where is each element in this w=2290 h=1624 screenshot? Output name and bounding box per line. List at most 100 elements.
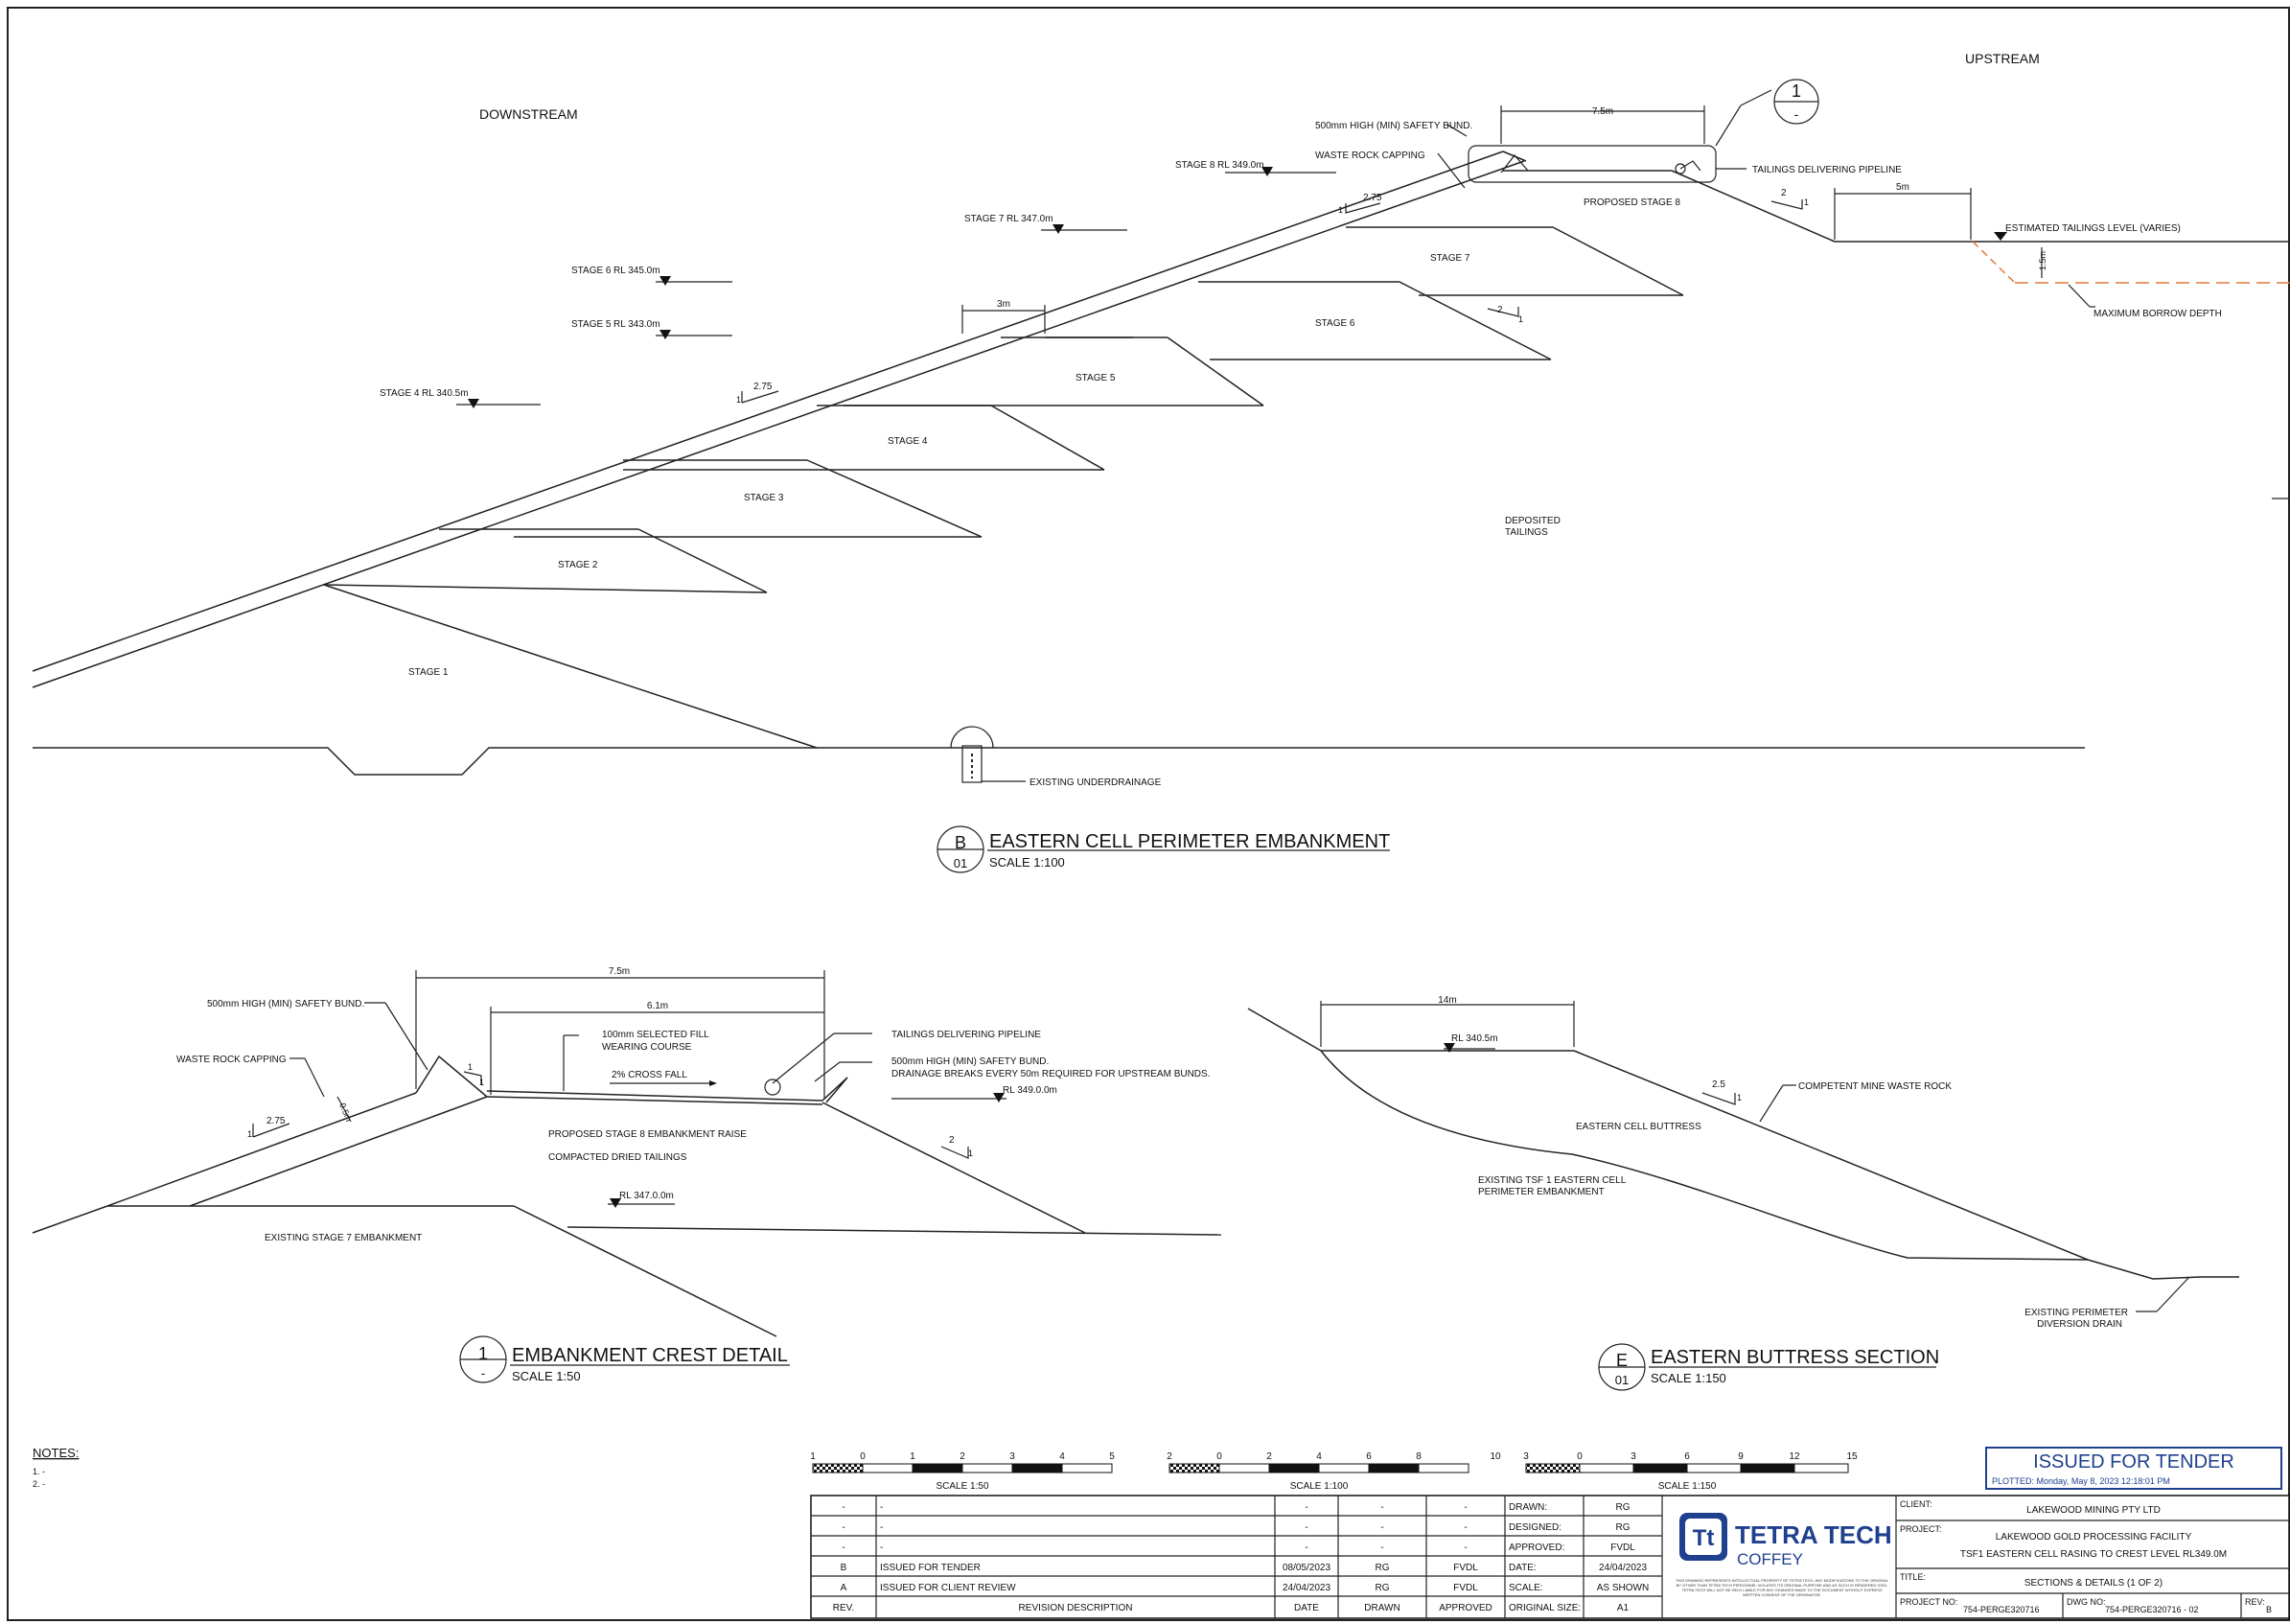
notes-heading: NOTES: [33,1446,79,1460]
svg-text:2.5: 2.5 [1712,1079,1725,1090]
svg-text:-: - [1305,1543,1307,1553]
svg-text:4: 4 [1316,1451,1322,1462]
svg-text:ISSUED FOR TENDER: ISSUED FOR TENDER [880,1563,981,1573]
svg-text:DESIGNED:: DESIGNED: [1509,1522,1561,1533]
stage-1-label: STAGE 1 [408,667,449,678]
svg-text:RL 347.0.0m: RL 347.0.0m [619,1191,674,1201]
svg-text:-: - [1380,1502,1383,1513]
svg-text:REV.: REV. [833,1603,854,1613]
svg-text:COMPACTED DRIED TAILINGS: COMPACTED DRIED TAILINGS [548,1152,687,1163]
svg-text:AS SHOWN: AS SHOWN [1597,1583,1649,1593]
title-block: - - - - - - - - - - - - - - - B ISSUED F… [810,1495,2290,1619]
est-tailings-label: ESTIMATED TAILINGS LEVEL (VARIES) [2005,223,2181,234]
svg-text:-: - [481,1366,485,1380]
svg-text:500mm HIGH (MIN) SAFETY BUND.: 500mm HIGH (MIN) SAFETY BUND. [207,999,364,1009]
svg-text:RL 347.0m: RL 347.0m [1006,214,1053,224]
svg-text:6: 6 [1366,1451,1372,1462]
svg-text:B: B [841,1563,847,1573]
svg-text:2.75: 2.75 [753,382,773,392]
svg-text:RL 349.0.0m: RL 349.0.0m [1003,1085,1057,1096]
svg-text:0: 0 [860,1451,866,1462]
svg-text:1: 1 [479,1078,484,1087]
svg-text:0: 0 [1577,1451,1583,1462]
svg-text:FVDL: FVDL [1453,1583,1478,1593]
svg-text:1: 1 [1804,197,1809,207]
svg-text:3: 3 [1631,1451,1636,1462]
svg-text:LAKEWOOD GOLD PROCESSING FACIL: LAKEWOOD GOLD PROCESSING FACILITY [1996,1532,2192,1543]
svg-text:TITLE:: TITLE: [1900,1572,1926,1582]
stage-7-label: STAGE 7 [1430,253,1470,264]
svg-text:STAGE 8: STAGE 8 [1175,160,1215,171]
svg-text:-: - [842,1543,844,1553]
berm-3m: 3m [997,299,1010,310]
offset-5m: 5m [1896,182,1909,193]
underdrain-box [961,745,983,783]
stage-5-label: STAGE 5 [1076,373,1116,383]
svg-text:14m: 14m [1438,995,1456,1006]
svg-text:REVISION DESCRIPTION: REVISION DESCRIPTION [1019,1603,1133,1613]
detail-1-drawing [32,970,1222,1383]
svg-text:-: - [842,1522,844,1533]
svg-text:3: 3 [1009,1451,1015,1462]
svg-text:SCALE 1:150: SCALE 1:150 [1658,1481,1717,1492]
project-number: 754-PERGE320716 [1963,1605,2040,1614]
svg-text:STAGE 4: STAGE 4 [380,388,420,399]
borrow-line [1972,241,2016,284]
section-b-drawing [32,79,2290,873]
drawing-number: 754-PERGE320716 - 02 [2105,1605,2199,1614]
svg-text:DATE:: DATE: [1509,1563,1537,1573]
svg-text:3: 3 [1523,1451,1529,1462]
upstream-label: UPSTREAM [1965,51,2040,66]
svg-text:APPROVED:: APPROVED: [1509,1543,1564,1553]
svg-text:6.1m: 6.1m [647,1001,668,1011]
stage-2-label: STAGE 2 [558,560,598,570]
disclaimer: THIS DRAWING REPRESENTS INTELLECTUAL PRO… [1676,1578,1888,1597]
svg-text:RG: RG [1616,1522,1631,1533]
max-borrow-label: MAXIMUM BORROW DEPTH [2093,309,2222,319]
sheet-border [7,7,2290,1621]
depth-label: 1.5m [2038,251,2047,270]
svg-text:24/04/2023: 24/04/2023 [1599,1563,1647,1573]
svg-text:10: 10 [1490,1451,1501,1462]
svg-text:-: - [842,1502,844,1513]
svg-text:TAILINGS DELIVERING PIPELINE: TAILINGS DELIVERING PIPELINE [891,1030,1041,1040]
svg-text:DRAWN: DRAWN [1364,1603,1399,1613]
section-b-letter: B [955,833,966,852]
tailings-label: TAILINGS [1505,527,1548,538]
svg-text:A: A [841,1583,847,1593]
svg-text:EXISTING STAGE 7 EMBANKMENT: EXISTING STAGE 7 EMBANKMENT [265,1233,422,1243]
svg-text:2% CROSS FALL: 2% CROSS FALL [612,1070,687,1080]
svg-text:EXISTING TSF 1 EASTERN CELL: EXISTING TSF 1 EASTERN CELL [1478,1175,1627,1186]
svg-text:1: 1 [910,1451,915,1462]
underdrain-label: EXISTING UNDERDRAINAGE [1029,777,1162,788]
pipeline-icon [1675,163,1686,174]
outer-slope-2 [32,160,1525,688]
svg-text:2: 2 [1497,305,1503,315]
detail-1-labels: 500mm HIGH (MIN) SAFETY BUND. WASTE ROCK… [176,966,1210,1383]
svg-text:1: 1 [1338,205,1343,215]
svg-text:2. -: 2. - [33,1479,45,1489]
company-sub: COFFEY [1737,1550,1803,1568]
svg-text:01: 01 [1615,1373,1629,1387]
crest-width: 7.5m [1592,106,1613,117]
svg-text:APPROVED: APPROVED [1439,1603,1492,1613]
svg-text:RG: RG [1616,1502,1631,1513]
svg-text:1: 1 [478,1344,488,1363]
svg-text:DRAINAGE BREAKS EVERY 50m REQU: DRAINAGE BREAKS EVERY 50m REQUIRED FOR U… [891,1069,1210,1079]
svg-text:RL 349.0m: RL 349.0m [1217,160,1264,171]
svg-text:-: - [880,1502,883,1513]
svg-text:STAGE 5: STAGE 5 [571,319,612,330]
stage-6-label: STAGE 6 [1315,318,1355,329]
svg-text:1: 1 [968,1148,973,1158]
svg-text:SCALE 1:50: SCALE 1:50 [936,1481,988,1492]
svg-text:Tt: Tt [1693,1525,1715,1551]
svg-text:-: - [1464,1543,1467,1553]
outer-slope-1 [32,151,1504,672]
svg-text:PROJECT:: PROJECT: [1900,1524,1942,1534]
downstream-label: DOWNSTREAM [479,106,578,122]
svg-text:ISSUED FOR CLIENT REVIEW: ISSUED FOR CLIENT REVIEW [880,1583,1016,1593]
issue-status-box: ISSUED FOR TENDER PLOTTED: Monday, May 8… [1985,1447,2282,1490]
section-e-labels: 14m RL 340.5m 2.5 1 COMPETENT MINE WASTE… [1438,995,2128,1387]
svg-text:4: 4 [1059,1451,1065,1462]
svg-text:-: - [1464,1502,1467,1513]
